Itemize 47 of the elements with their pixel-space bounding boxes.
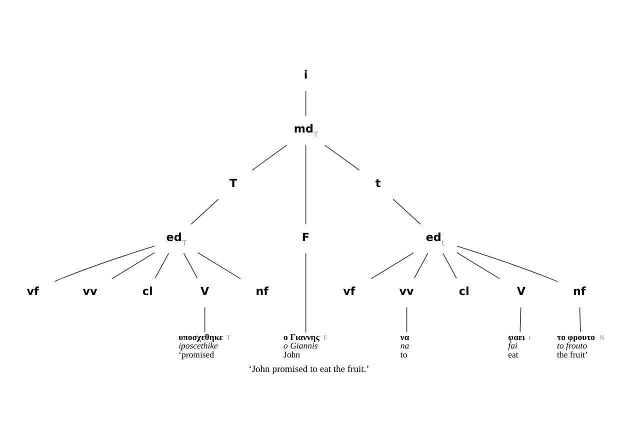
connector: [305, 90, 306, 116]
connector: [204, 306, 206, 332]
connector: [112, 252, 155, 279]
connector: [456, 245, 558, 282]
connector: [252, 144, 288, 170]
node-text: ο Γιαννης o Giannis John: [284, 331, 320, 359]
node-text: T: [229, 176, 238, 190]
connector: [520, 306, 522, 332]
node-text: φαει fai eat: [508, 331, 525, 359]
connector: [442, 252, 457, 278]
connector: [183, 252, 198, 278]
connector: [370, 252, 414, 279]
node-text: md: [294, 122, 314, 136]
node-text: nf: [572, 284, 586, 298]
node-text: F: [302, 230, 310, 244]
connector: [406, 306, 408, 332]
node-text: t: [375, 176, 381, 190]
connector: [154, 252, 170, 278]
connector: [324, 144, 360, 170]
connector: [198, 252, 241, 279]
node-text: cl: [458, 284, 470, 298]
node-text: vv: [82, 284, 98, 298]
node-text: ed: [426, 230, 442, 244]
node-text: i: [304, 68, 308, 82]
connector: [54, 245, 156, 282]
node-text: υποσχεθηκε iposcethike ‘promised: [178, 331, 223, 359]
node-label: T: [182, 238, 187, 247]
node-text: vf: [343, 284, 356, 298]
connector: [190, 198, 219, 224]
caption: ‘John promised to eat the fruit.’: [248, 363, 370, 374]
node-text: το φρουτο to frouto the fruit’: [557, 331, 596, 359]
node-text: να na to: [400, 331, 410, 359]
node-text: V: [200, 284, 210, 298]
node-text: nf: [256, 284, 268, 298]
connector: [392, 198, 421, 224]
node-text: ed: [166, 230, 182, 244]
connector: [305, 144, 306, 224]
connector: [456, 252, 500, 279]
node-label: t: [442, 238, 445, 247]
node-label: T: [314, 130, 318, 139]
connector: [414, 252, 428, 278]
node-text: V: [516, 284, 526, 298]
node-text: cl: [142, 284, 153, 298]
node-text: vf: [26, 284, 39, 298]
connector: [579, 306, 581, 332]
connector: [305, 252, 306, 332]
node-text: vv: [399, 284, 414, 298]
